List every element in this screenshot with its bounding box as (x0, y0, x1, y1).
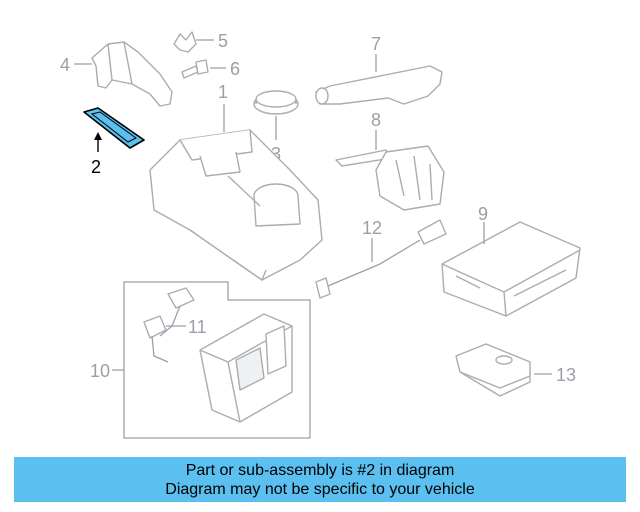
part-11-lamp (143, 287, 195, 363)
sub-assembly-box-10 (123, 281, 311, 439)
part-4-bracket (91, 41, 173, 107)
part-13-small-bracket (455, 343, 531, 397)
banner-line-1: Part or sub-assembly is #2 in diagram (185, 462, 455, 479)
parts-diagram: 4 5 6 2 3 1 7 (60, 31, 581, 439)
banner-line-2: Diagram may not be specific to your vehi… (165, 481, 475, 498)
part-10-storage-bin (199, 313, 293, 423)
part-9-control-module (441, 221, 581, 317)
part-5-clip (173, 31, 197, 53)
part-3-cup-holder-ring (253, 90, 299, 115)
callout-9[interactable]: 9 (478, 204, 488, 224)
callout-6[interactable]: 6 (230, 59, 240, 79)
callout-5[interactable]: 5 (218, 31, 228, 51)
part-7-handle (315, 65, 443, 105)
callout-2[interactable]: 2 (91, 157, 101, 177)
callout-11[interactable]: 11 (188, 317, 207, 337)
callout-10[interactable]: 10 (90, 361, 110, 381)
info-banner: Part or sub-assembly is #2 in diagram Di… (14, 457, 626, 502)
part-1-center-console (149, 129, 323, 281)
part-12-cable (315, 219, 447, 299)
part-6-screw (181, 59, 209, 79)
part-2-mat (83, 107, 145, 149)
callout-4[interactable]: 4 (60, 55, 70, 75)
callout-12[interactable]: 12 (362, 218, 382, 238)
callout-1[interactable]: 1 (218, 82, 228, 102)
callout-8[interactable]: 8 (371, 110, 381, 130)
callout-7[interactable]: 7 (371, 34, 381, 54)
callout-3[interactable]: 3 (271, 144, 281, 164)
callout-13[interactable]: 13 (556, 365, 576, 385)
part-8-shifter-assembly (335, 145, 445, 211)
